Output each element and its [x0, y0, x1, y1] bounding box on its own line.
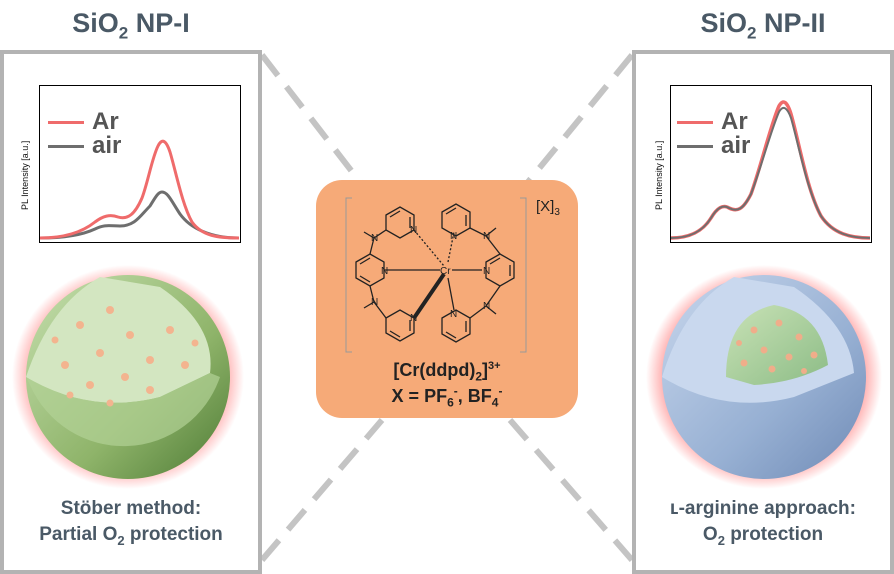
anion-formula: X = PF6-, BF4-: [391, 384, 503, 410]
right-legend-item-air: air: [677, 134, 750, 158]
atom-label-n: N: [410, 313, 417, 324]
right-legend-label-air: air: [721, 132, 751, 159]
counterion-label: [X]3: [536, 198, 560, 218]
right-plot: Ar air: [670, 85, 872, 243]
left-legend-label-ar: Ar: [92, 108, 119, 135]
right-plot-svg: [671, 100, 870, 240]
left-legend: Ar air: [48, 110, 121, 158]
right-legend: Ar air: [677, 110, 750, 158]
atom-label-n: N: [381, 266, 388, 277]
connector-line-left-bottom: [259, 418, 385, 562]
right-sphere-illustration: [646, 265, 882, 489]
atom-label-n: N: [450, 309, 457, 320]
metal-label: Cr: [440, 266, 451, 277]
complex-box: [316, 180, 578, 418]
left-legend-swatch-ar: [48, 120, 84, 124]
right-sphere-particles: [736, 319, 818, 374]
right-legend-swatch-ar: [677, 120, 713, 124]
atom-label-n: N: [450, 231, 457, 242]
connector-line-right-top: [525, 53, 635, 184]
left-curve-ar: [40, 139, 239, 240]
left-legend-label-air: air: [92, 132, 122, 159]
cr-ddpd-structure: Cr N N N N N N N N N N: [345, 197, 527, 353]
left-caption-line2: Partial O2 protection: [39, 524, 223, 548]
atom-label-n: N: [371, 297, 378, 308]
left-caption: Stöber method: Partial O2 protection: [0, 496, 262, 554]
left-legend-item-air: air: [48, 134, 121, 158]
right-sphere-core: [726, 305, 828, 385]
left-curve-air: [40, 190, 239, 240]
left-legend-item-ar: Ar: [48, 110, 121, 134]
atom-label-n: N: [410, 225, 417, 236]
left-sphere-illustration: [12, 265, 244, 489]
complex-formula: [Cr(ddpd)2]3+: [393, 360, 501, 384]
atom-label-n: N: [483, 301, 490, 312]
right-caption: ʟ-arginine approach: O2 protection: [632, 496, 894, 554]
right-title: SiO2 NP-II: [700, 8, 826, 43]
right-plot-ylabel: PL Intensity [a.u.]: [654, 140, 664, 210]
connector-line-left-top: [259, 53, 363, 184]
right-legend-label-ar: Ar: [721, 108, 748, 135]
atom-label-n: N: [371, 233, 378, 244]
left-title: SiO2 NP-I: [72, 8, 190, 43]
right-caption-line2: O2 protection: [702, 524, 824, 548]
left-plot: Ar air: [39, 85, 241, 243]
atom-label-n: N: [483, 231, 490, 242]
left-caption-line1: Stöber method:: [60, 498, 202, 519]
atom-label-n: N: [483, 266, 490, 277]
right-legend-item-ar: Ar: [677, 110, 750, 134]
right-legend-swatch-air: [677, 144, 713, 148]
left-plot-ylabel: PL Intensity [a.u.]: [20, 140, 30, 210]
right-caption-line1: ʟ-arginine approach:: [670, 498, 856, 519]
connector-line-right-bottom: [507, 418, 635, 562]
right-curve-air: [671, 106, 870, 239]
left-plot-svg: [40, 139, 239, 240]
left-sphere-particles: [51, 306, 199, 407]
left-sphere-cut-face: [26, 277, 211, 403]
left-legend-swatch-air: [48, 144, 84, 148]
